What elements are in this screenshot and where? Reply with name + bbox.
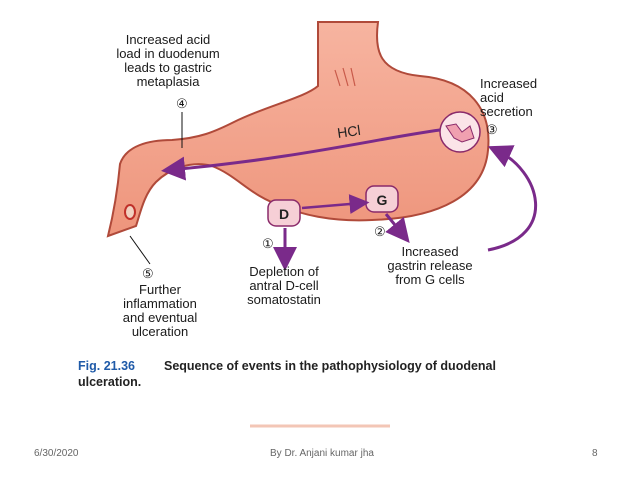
d-cell bbox=[267, 199, 301, 227]
step5-line3: and eventual bbox=[123, 310, 198, 325]
step4-line2: load in duodenum bbox=[116, 46, 219, 61]
caption-line2: ulceration. bbox=[78, 375, 141, 389]
d-to-g-arrow bbox=[301, 194, 370, 215]
step4-line1: Increased acid bbox=[126, 32, 211, 47]
step4-line4: metaplasia bbox=[137, 74, 201, 89]
footer-page-number: 8 bbox=[592, 448, 598, 459]
g-cell-down-arrow bbox=[384, 213, 410, 243]
hcl-arrow bbox=[161, 128, 441, 181]
figure-label: Fig. 21.36 bbox=[78, 359, 135, 373]
step1-number: ① bbox=[262, 236, 274, 251]
step1-line3: somatostatin bbox=[247, 292, 321, 307]
step3-number: ③ bbox=[486, 122, 498, 137]
step5-line2: inflammation bbox=[123, 296, 197, 311]
gastrin-to-parietal-arrow bbox=[487, 145, 537, 252]
g-cell-label: G bbox=[377, 192, 388, 208]
step3-line2: acid bbox=[480, 90, 504, 105]
step2-line2: gastrin release bbox=[387, 258, 472, 273]
hcl-label: HCl bbox=[336, 122, 361, 141]
step5-number: ⑤ bbox=[142, 266, 154, 281]
step3-line3: secretion bbox=[480, 104, 533, 119]
step4-line3: leads to gastric bbox=[124, 60, 212, 75]
step4-number: ④ bbox=[176, 96, 188, 111]
step5-line4: ulceration bbox=[132, 324, 188, 339]
step2-line1: Increased bbox=[401, 244, 458, 259]
step5-line1: Further bbox=[139, 282, 182, 297]
step2-line3: from G cells bbox=[395, 272, 465, 287]
d-cell-label: D bbox=[279, 206, 289, 222]
footer-author: By Dr. Anjani kumar jha bbox=[270, 448, 374, 459]
parietal-cell-interior bbox=[445, 123, 475, 143]
step5-pointer bbox=[129, 235, 151, 265]
ulcer-mark bbox=[124, 204, 136, 220]
step1-line2: antral D-cell bbox=[249, 278, 318, 293]
step2-number: ② bbox=[374, 224, 386, 239]
step1-line1: Depletion of bbox=[249, 264, 319, 279]
rugae-lines bbox=[334, 67, 356, 87]
footer-date: 6/30/2020 bbox=[34, 448, 79, 459]
caption-line1: Sequence of events in the pathophysiolog… bbox=[164, 359, 496, 373]
step3-line1: Increased bbox=[480, 76, 537, 91]
